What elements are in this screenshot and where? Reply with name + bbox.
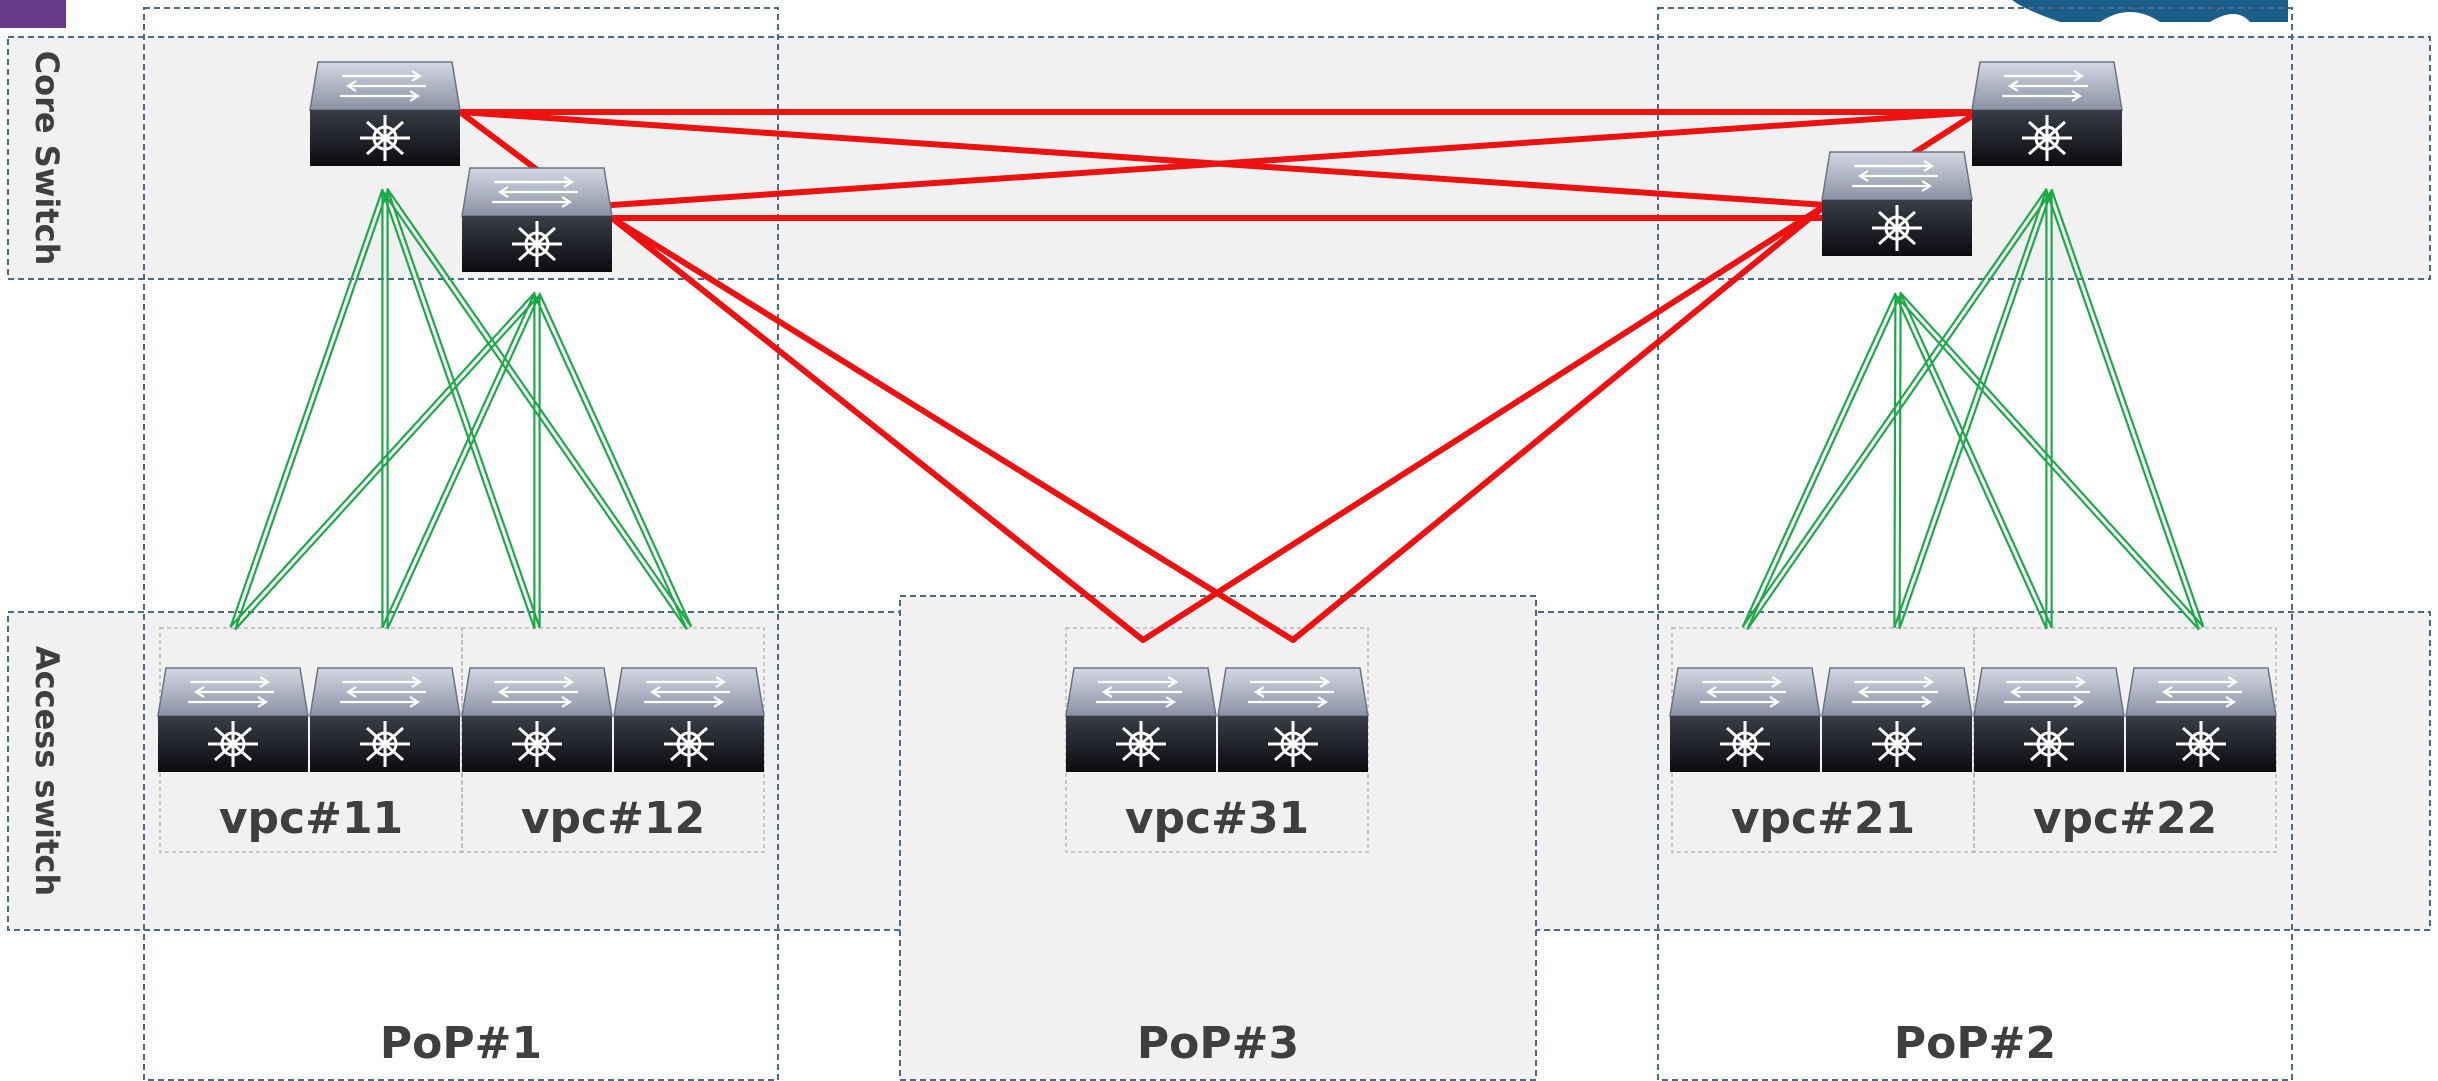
access-uplinks [229, 187, 2205, 631]
access-switch[interactable] [1216, 666, 1370, 774]
pop-label-1: PoP#1 [380, 1018, 542, 1069]
core-link [609, 215, 1146, 643]
access-uplink [1898, 294, 1902, 629]
access-switch[interactable] [1972, 666, 2126, 774]
core-switch-pop2-a[interactable] [1970, 60, 2124, 168]
access-uplink [381, 190, 536, 630]
access-switch[interactable] [460, 666, 614, 774]
access-switch[interactable] [612, 666, 766, 774]
corner-logo-purple [0, 0, 66, 28]
core-switch-pop2-b[interactable] [1820, 150, 1974, 258]
access-switch[interactable] [1820, 666, 1974, 774]
access-uplink [1746, 190, 2053, 631]
access-uplink [1899, 292, 2053, 628]
access-uplink [230, 291, 536, 627]
pop2-box [1657, 7, 2293, 1081]
access-uplink [1746, 294, 1902, 630]
access-uplink [533, 294, 688, 630]
access-uplink [2050, 188, 2205, 628]
vpc-label-22: vpc#22 [2033, 793, 2217, 844]
access-uplink [2045, 190, 2200, 630]
access-uplink [229, 188, 384, 628]
row-label-access: Access switch [28, 646, 66, 896]
pop3-box [899, 595, 1537, 1081]
vpc-label-21: vpc#21 [1731, 793, 1915, 844]
corner-logo-blue [2012, 0, 2288, 22]
core-switch-pop1-a[interactable] [308, 60, 462, 168]
core-link [609, 109, 1981, 208]
access-switch[interactable] [1064, 666, 1218, 774]
vpc-label-31: vpc#31 [1125, 793, 1309, 844]
core-link [1140, 202, 1829, 643]
core-link [1290, 202, 1829, 643]
access-uplink [1741, 292, 1897, 628]
pop-label-3: PoP#3 [1137, 1018, 1299, 1069]
vpc-label-12: vpc#12 [521, 793, 705, 844]
access-switch[interactable] [308, 666, 462, 774]
access-uplink [1893, 293, 1897, 628]
access-uplink [1893, 188, 2048, 628]
core-link [1903, 109, 1981, 161]
access-uplink [386, 188, 541, 628]
core-link [457, 109, 1829, 208]
vpc-label-11: vpc#11 [219, 793, 403, 844]
access-uplink [234, 190, 389, 630]
access-uplink [538, 292, 693, 628]
access-uplink [1894, 294, 2048, 630]
access-uplink [386, 294, 541, 630]
access-switch[interactable] [2124, 666, 2278, 774]
access-switch[interactable] [156, 666, 310, 774]
access-uplink [381, 292, 536, 628]
pop1-box [143, 7, 779, 1081]
access-switch[interactable] [1668, 666, 1822, 774]
core-link [609, 215, 1296, 643]
core-links [457, 109, 1981, 643]
access-uplink [1898, 190, 2053, 630]
access-uplink [234, 295, 540, 631]
core-link [457, 109, 543, 175]
pop-label-2: PoP#2 [1894, 1018, 2056, 1069]
row-label-core: Core Switch [28, 51, 66, 266]
access-uplink [1899, 291, 2204, 627]
access-uplink [1895, 295, 2200, 631]
core-switch-pop1-b[interactable] [460, 166, 614, 274]
